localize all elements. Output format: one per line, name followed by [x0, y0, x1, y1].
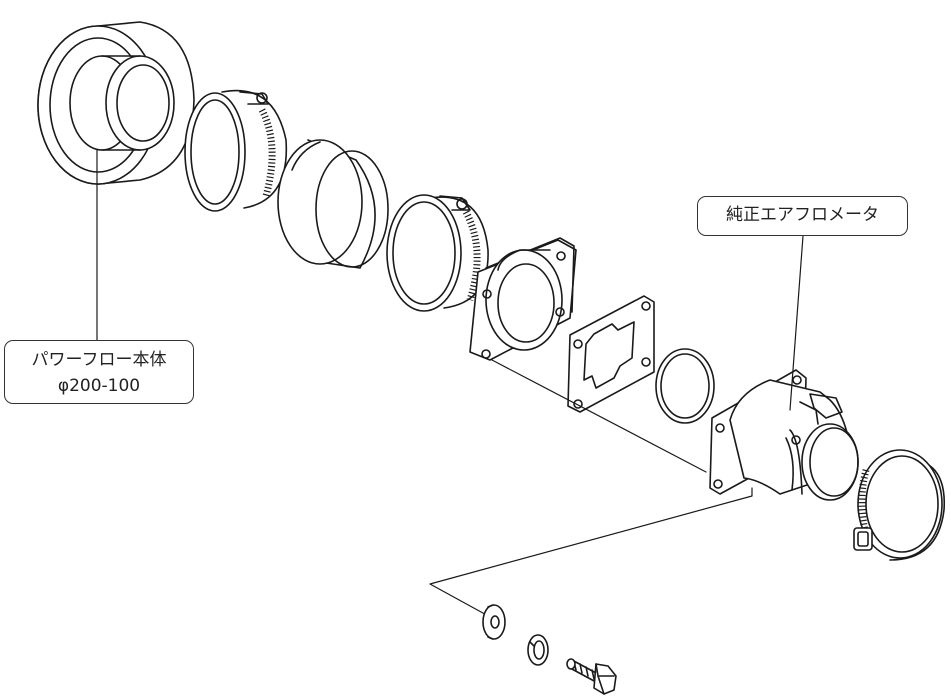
leader-lines — [96, 149, 804, 619]
o-ring — [655, 348, 715, 424]
hose-clamp-2 — [386, 194, 489, 312]
flat-washer — [482, 604, 506, 640]
coupler-hose — [277, 139, 389, 269]
power-flow-body-size: φ200-100 — [57, 376, 141, 396]
hose-clamp-1 — [184, 89, 288, 212]
bolt — [566, 658, 617, 695]
spring-washer — [527, 634, 549, 666]
adapter-flange — [469, 237, 577, 361]
gasket — [567, 295, 655, 413]
air-flow-meter — [709, 369, 859, 501]
oem-airflow-meter-label: 純正エアフロメータ — [726, 205, 879, 225]
power-flow-body-label: パワーフロー本体 — [31, 350, 167, 370]
oem-airflow-meter-callout: 純正エアフロメータ — [697, 196, 908, 236]
hose-clamp-3 — [853, 449, 945, 561]
power-flow-filter-body — [37, 21, 195, 185]
power-flow-body-callout: パワーフロー本体 φ200-100 — [4, 340, 194, 404]
